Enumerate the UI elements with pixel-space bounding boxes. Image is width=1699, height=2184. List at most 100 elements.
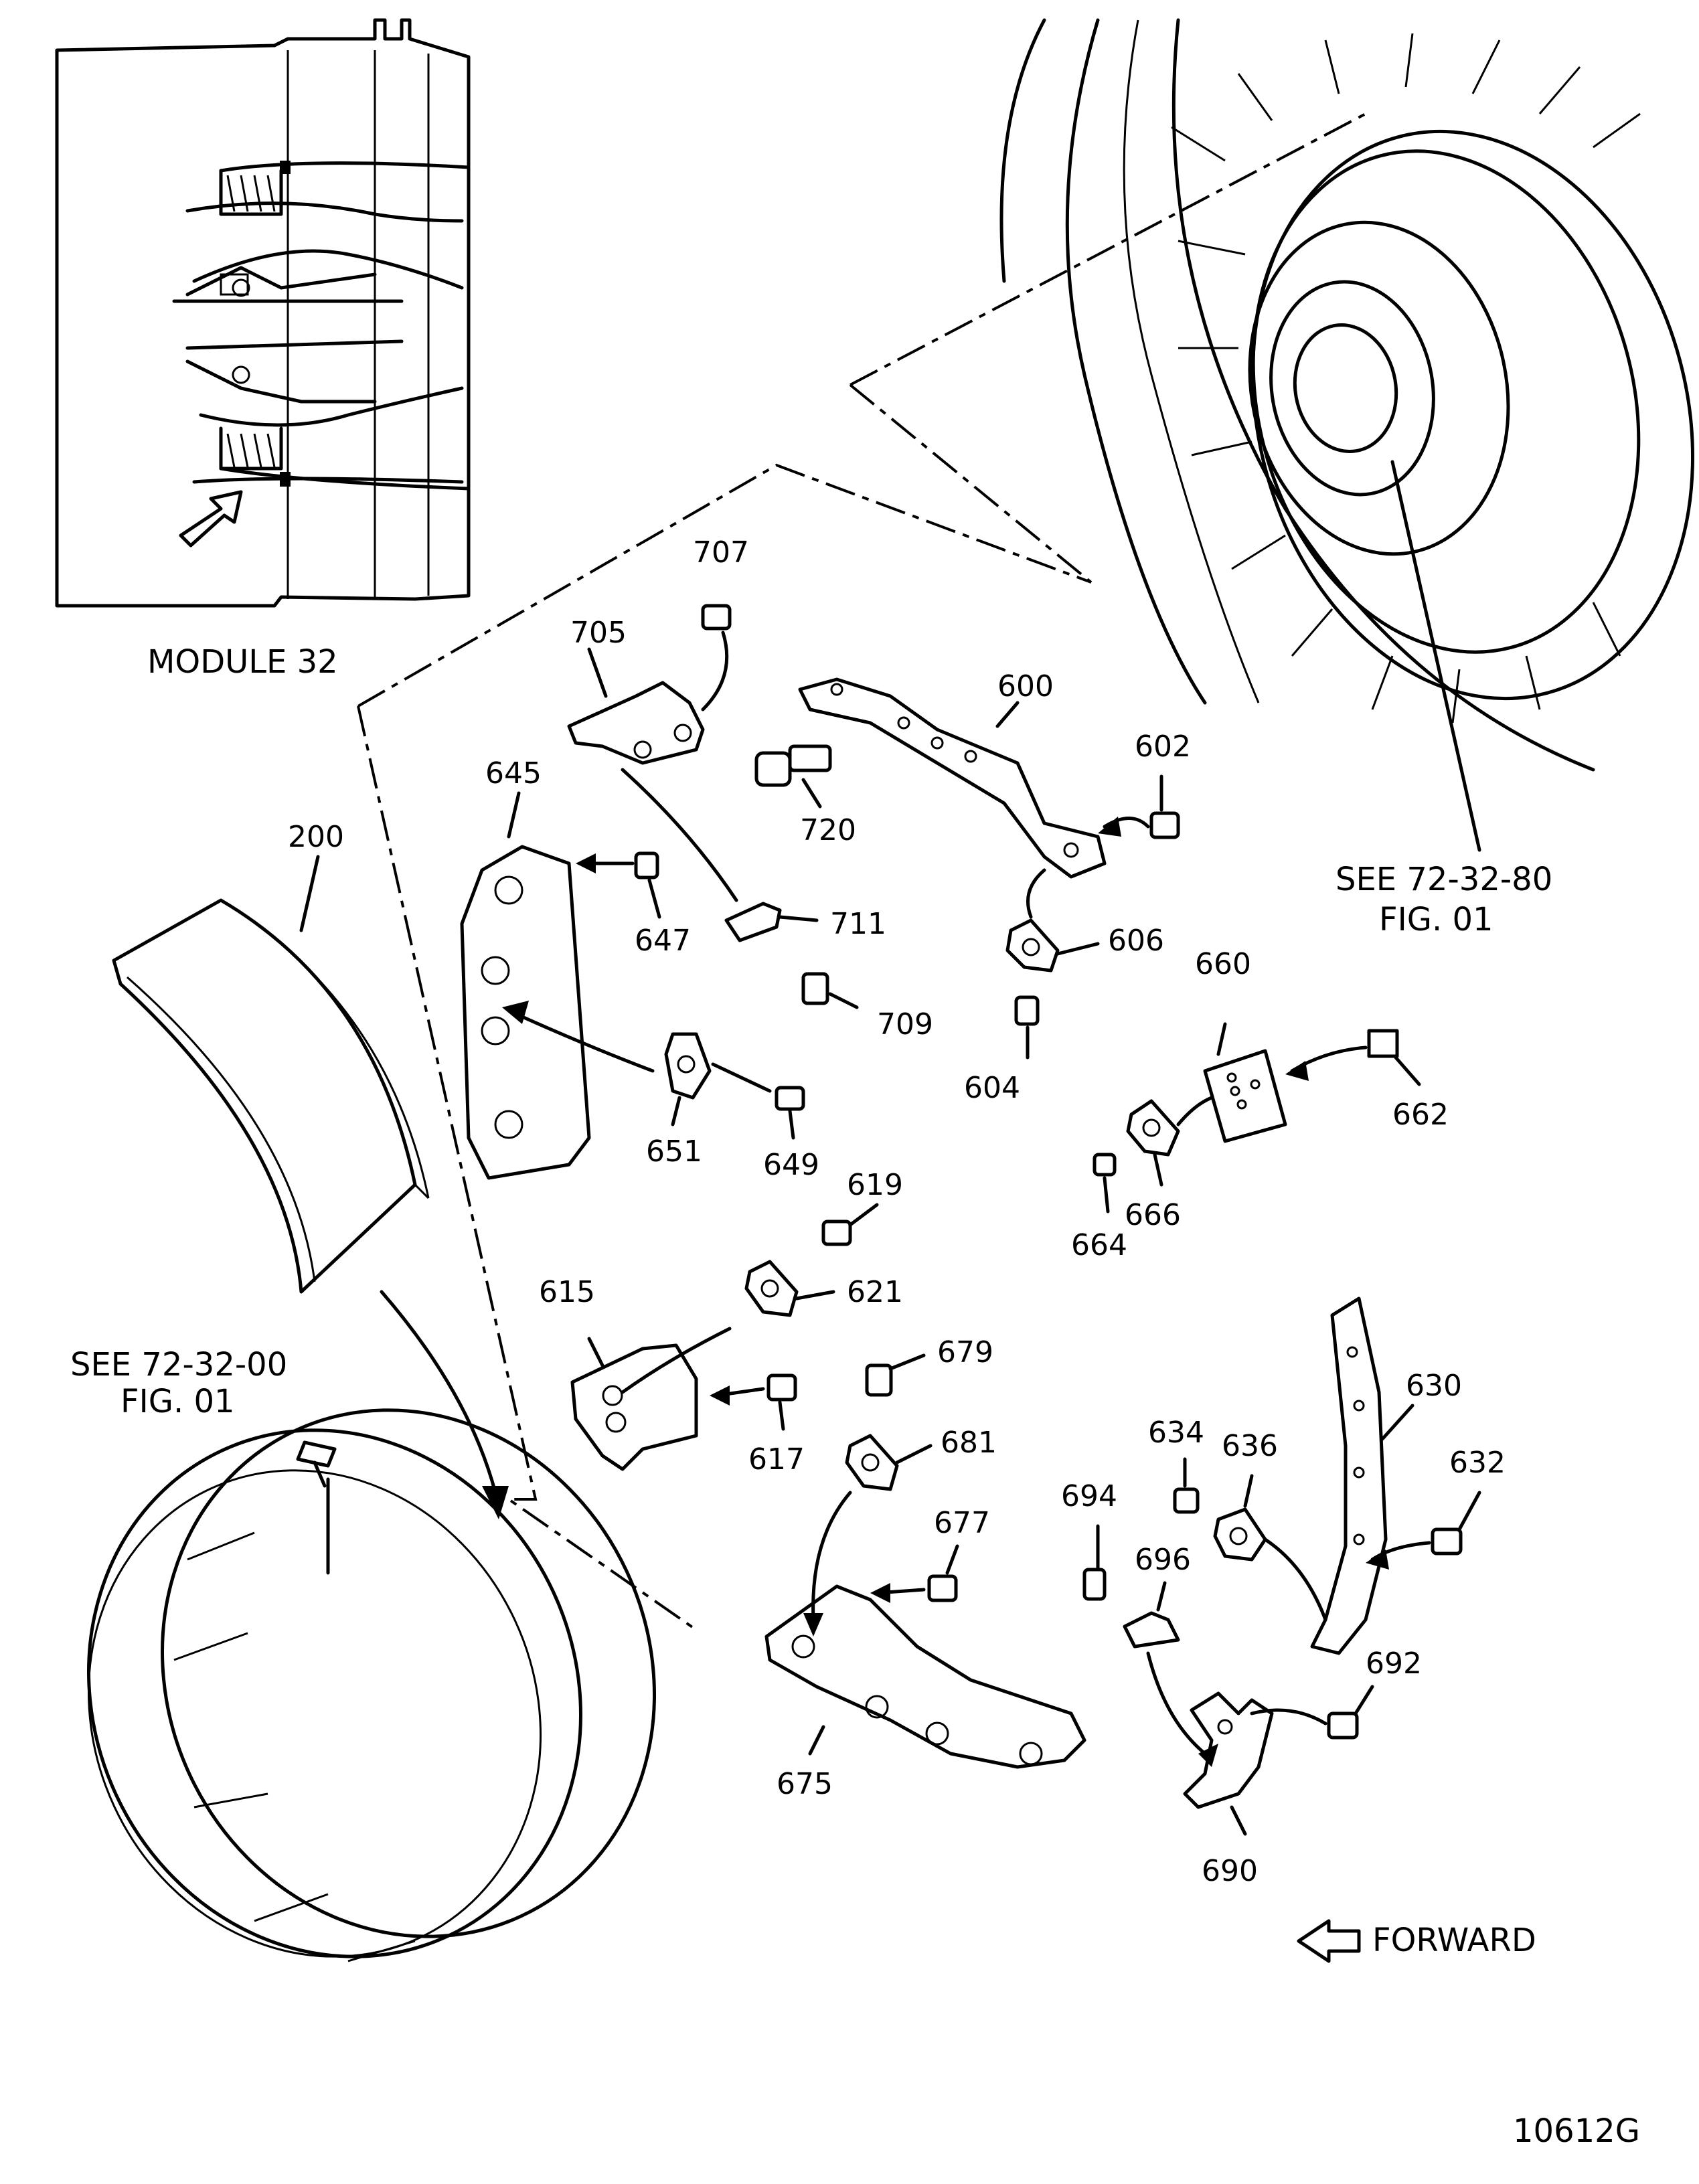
leader-660	[1216, 1022, 1227, 1056]
callout-675: 675	[777, 1767, 833, 1801]
figure-id: 10612G	[1513, 2112, 1640, 2150]
part-649-bolt	[775, 1086, 805, 1111]
callout-677: 677	[934, 1506, 990, 1540]
arrow-651-to-645	[507, 1009, 655, 1073]
leader-632	[1457, 1491, 1481, 1531]
part-619-bolt	[821, 1220, 852, 1246]
callout-660: 660	[1195, 947, 1251, 981]
exploded-view-boundary	[357, 463, 1092, 707]
part-692-bushing	[1327, 1711, 1359, 1740]
arrow-692	[1250, 1708, 1327, 1726]
part-664-bolt	[1093, 1153, 1117, 1177]
leader-662	[1394, 1056, 1421, 1086]
part-615-bracket	[570, 1343, 698, 1471]
callout-711: 711	[830, 907, 886, 941]
leader-619	[848, 1203, 879, 1227]
callout-621: 621	[847, 1275, 903, 1309]
arrow-606	[1026, 868, 1046, 919]
leader-664	[1103, 1176, 1110, 1213]
callout-200: 200	[288, 820, 344, 854]
part-711-clip	[724, 902, 782, 942]
leader-651	[671, 1096, 681, 1126]
part-606-nutplate	[1005, 918, 1060, 973]
leader-705	[587, 647, 608, 698]
leader-200	[299, 855, 320, 932]
leader-720	[801, 778, 822, 809]
part-677-bushing	[927, 1574, 958, 1602]
arrow-707	[701, 631, 729, 711]
reference-72-32-80-line1: SEE 72-32-80	[1336, 861, 1552, 898]
leader-696	[1156, 1581, 1167, 1612]
reference-72-32-00-line1: SEE 72-32-00	[70, 1346, 287, 1383]
part-604-bolt	[1014, 995, 1040, 1026]
leader-615	[587, 1337, 604, 1367]
leader-649	[788, 1109, 795, 1140]
callout-664: 664	[1071, 1228, 1127, 1262]
arrow-636	[1263, 1537, 1327, 1622]
callout-681: 681	[941, 1426, 997, 1460]
part-602-bushing	[1149, 811, 1180, 839]
part-200-panel	[112, 898, 430, 1294]
engine-leader-line	[850, 112, 1366, 386]
module-32-inset: MODULE 32	[55, 18, 471, 681]
callout-694: 694	[1061, 1479, 1117, 1513]
leader-606	[1056, 942, 1100, 956]
inset-caption: MODULE 32	[147, 643, 338, 681]
reference-72-32-80-line2: FIG. 01	[1379, 901, 1493, 938]
callout-636: 636	[1222, 1429, 1278, 1463]
callout-651: 651	[646, 1135, 702, 1169]
callout-692: 692	[1366, 1647, 1422, 1681]
callout-662: 662	[1392, 1098, 1449, 1132]
arrow-696	[1146, 1651, 1207, 1756]
leader-617	[778, 1400, 785, 1431]
callout-709: 709	[877, 1007, 933, 1041]
part-694-bolt	[1082, 1568, 1107, 1601]
callout-645: 645	[485, 756, 542, 790]
reference-72-32-00-line2: FIG. 01	[120, 1383, 235, 1420]
callout-632: 632	[1449, 1446, 1506, 1480]
callout-647: 647	[635, 924, 691, 958]
arrow-621	[621, 1327, 732, 1394]
leader-711	[778, 915, 819, 922]
engine-turbine-view	[999, 18, 1695, 852]
leader-677	[945, 1544, 959, 1575]
callout-720: 720	[800, 813, 856, 847]
leader-645	[507, 791, 521, 839]
part-647-bushing	[634, 851, 659, 879]
callout-696: 696	[1135, 1543, 1191, 1577]
part-679-bolt	[865, 1363, 893, 1397]
callout-705: 705	[570, 616, 627, 650]
part-600-segment	[798, 677, 1107, 879]
callout-630: 630	[1406, 1369, 1462, 1403]
part-617-bushing	[766, 1373, 797, 1402]
leader-600	[995, 701, 1020, 728]
part-705-clip	[567, 681, 705, 765]
leader-621	[795, 1290, 835, 1300]
part-709-bolt	[801, 972, 829, 1005]
part-690-bracket	[1183, 1691, 1274, 1809]
callout-615: 615	[539, 1275, 595, 1309]
callout-617: 617	[748, 1442, 805, 1477]
part-662-bushing	[1367, 1029, 1399, 1058]
arrow-666	[1176, 1096, 1214, 1126]
exploded-view-boundary-left	[357, 705, 698, 1631]
leader-666	[1153, 1153, 1163, 1187]
part-696-clip	[1123, 1611, 1180, 1649]
leader-709	[828, 992, 859, 1009]
leader-636	[1243, 1474, 1254, 1508]
part-632-bushing	[1431, 1527, 1463, 1556]
leader-649-line	[711, 1062, 772, 1093]
leader-681	[895, 1444, 933, 1464]
part-666-nutplate	[1126, 1099, 1180, 1157]
callout-600: 600	[997, 669, 1054, 703]
part-630-segment	[1310, 1296, 1388, 1655]
arrow-681	[811, 1491, 852, 1622]
assembly-arrow-200	[380, 1290, 497, 1495]
leader-630	[1380, 1404, 1414, 1441]
view-boundary-line	[849, 384, 1093, 584]
callout-649: 649	[763, 1148, 819, 1182]
callout-666: 666	[1125, 1198, 1181, 1232]
callout-690: 690	[1202, 1854, 1258, 1888]
callout-606: 606	[1108, 924, 1164, 958]
callout-634: 634	[1148, 1416, 1204, 1450]
